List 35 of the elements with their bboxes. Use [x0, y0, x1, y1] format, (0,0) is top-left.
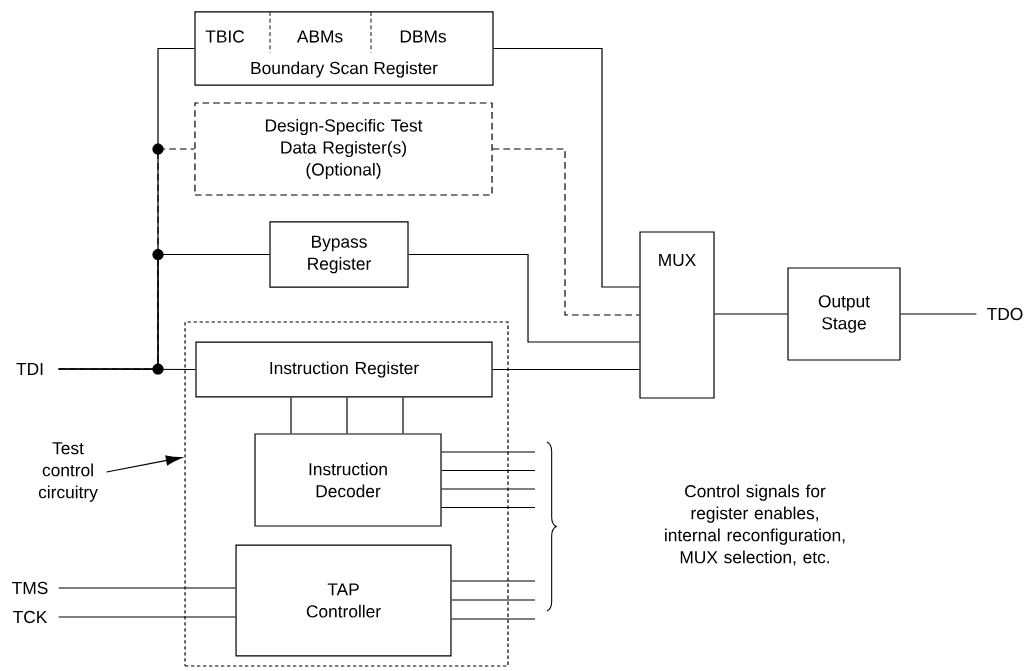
- wire: [441, 506, 536, 509]
- wire: [441, 488, 536, 490]
- dashed-register-box: Design-Specific Test Data Register(s) (Optional): [194, 102, 493, 196]
- wire: [492, 368, 640, 371]
- dashed-boundary-box: [184, 321, 509, 667]
- wire: [441, 451, 536, 453]
- output-stage-box: Output Stage: [787, 267, 901, 361]
- wire: [58, 368, 196, 371]
- controller-box: TAP Controller: [235, 544, 452, 657]
- pin-label: TMS: [12, 581, 48, 595]
- pin-label: TDO: [987, 307, 1023, 321]
- wire: [58, 587, 237, 589]
- annotation-text: Control signals for register enables, internal reconfiguration, MUX selection, etc.: [665, 484, 845, 566]
- register-box: Instruction Register: [195, 341, 493, 398]
- wire: [346, 396, 348, 434]
- wire: [441, 469, 536, 472]
- register-box: Bypass Register: [269, 221, 409, 288]
- wire: [402, 396, 404, 434]
- mux-box: MUX: [639, 231, 715, 399]
- wire: [450, 599, 536, 601]
- wire: [290, 396, 292, 434]
- wire: [493, 47, 640, 288]
- pin-label: TCK: [13, 610, 48, 624]
- dashed-wire: [492, 148, 640, 316]
- wire: [714, 313, 788, 315]
- wire: [450, 580, 536, 582]
- wire: [408, 253, 640, 343]
- leader-arrow: [106, 455, 182, 473]
- wire: [58, 616, 237, 618]
- callout-text: Test control circuitry: [38, 442, 98, 502]
- register-box: TBIC ABMs DBMs Boundary Scan Register: [194, 11, 494, 86]
- pin-label: TDI: [16, 363, 43, 375]
- wire: [450, 618, 536, 620]
- wire: [900, 313, 977, 315]
- decoder-box: Instruction Decoder: [254, 433, 442, 527]
